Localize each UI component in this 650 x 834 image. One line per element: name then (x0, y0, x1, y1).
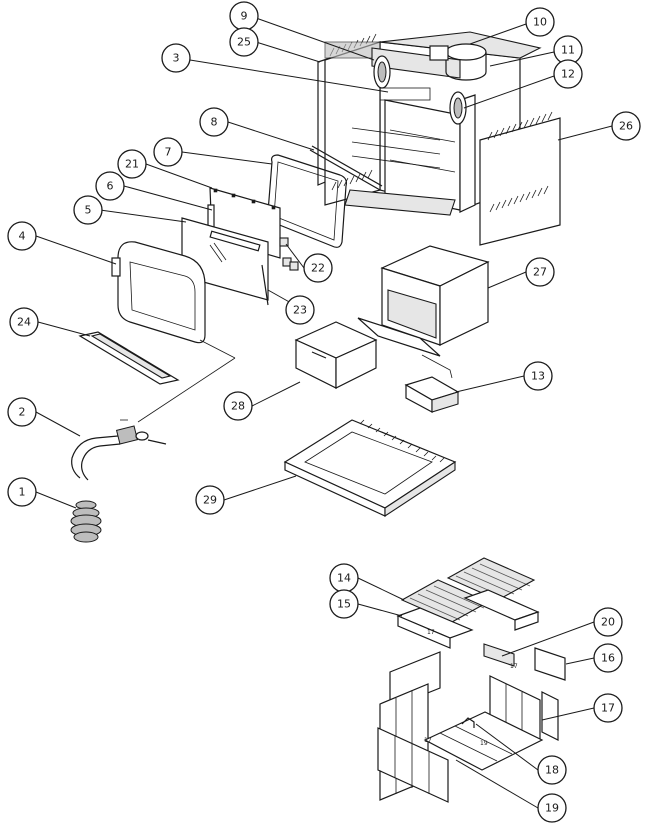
ash-pan-housing (357, 245, 490, 357)
brick-label-17-side: 17 (510, 663, 518, 670)
callout-18: 18 (537, 755, 567, 785)
callout-8: 8 (199, 107, 229, 137)
firebox-body (317, 31, 542, 216)
callout-5: 5 (73, 195, 103, 225)
callout-13: 13 (523, 361, 553, 391)
svg-text:3: 3 (173, 52, 180, 65)
callout-10: 10 (525, 7, 555, 37)
callout-24: 24 (9, 307, 39, 337)
svg-text:1: 1 (19, 486, 26, 499)
svg-text:5: 5 (85, 204, 92, 217)
callout-23: 23 (285, 295, 315, 325)
brick-set: 17 17 17 19 (377, 557, 566, 803)
callout-1: 1 (7, 477, 37, 507)
side-shroud (479, 111, 561, 246)
door-handle (71, 357, 236, 481)
svg-text:24: 24 (17, 316, 31, 329)
brick-label-17-top: 17 (427, 629, 435, 636)
callout-26: 26 (611, 111, 641, 141)
glass-gasket (209, 230, 269, 306)
callout-28: 28 (223, 391, 253, 421)
svg-text:16: 16 (601, 652, 615, 665)
svg-text:28: 28 (231, 400, 245, 413)
callout-29: 29 (195, 485, 225, 515)
svg-text:25: 25 (237, 36, 251, 49)
svg-text:14: 14 (337, 572, 351, 585)
callout-12: 12 (553, 59, 583, 89)
svg-text:11: 11 (561, 44, 575, 57)
svg-text:8: 8 (211, 116, 218, 129)
bracket (404, 354, 460, 414)
callout-22: 22 (303, 253, 333, 283)
svg-text:2: 2 (19, 406, 26, 419)
svg-text:19: 19 (545, 802, 559, 815)
svg-text:22: 22 (311, 262, 325, 275)
svg-text:13: 13 (531, 370, 545, 383)
glass-clips (279, 237, 299, 271)
callout-27: 27 (525, 257, 555, 287)
svg-text:26: 26 (619, 120, 633, 133)
callout-25: 25 (229, 27, 259, 57)
svg-text:18: 18 (545, 764, 559, 777)
svg-text:29: 29 (203, 494, 217, 507)
callout-6: 6 (95, 171, 125, 201)
svg-text:9: 9 (241, 10, 248, 23)
svg-text:6: 6 (107, 180, 114, 193)
callout-7: 7 (153, 137, 183, 167)
callout-16: 16 (593, 643, 623, 673)
ash-lip (78, 331, 180, 385)
callout-19: 19 (537, 793, 567, 823)
svg-text:23: 23 (293, 304, 307, 317)
callout-21: 21 (117, 149, 147, 179)
svg-text:20: 20 (601, 616, 615, 629)
ash-drawer (294, 321, 378, 389)
callout-17: 17 (593, 693, 623, 723)
door-frame (111, 241, 236, 359)
callout-3: 3 (161, 43, 191, 73)
callout-20: 20 (593, 607, 623, 637)
svg-text:17: 17 (601, 702, 615, 715)
brick-label-17-floor: 17 (424, 737, 432, 744)
brick-label-19-floor: 19 (480, 740, 488, 747)
callout-4: 4 (7, 221, 37, 251)
svg-text:10: 10 (533, 16, 547, 29)
callout-14: 14 (329, 563, 359, 593)
svg-text:15: 15 (337, 598, 351, 611)
air-tube (309, 145, 383, 191)
handle-knob (70, 500, 102, 543)
svg-text:27: 27 (533, 266, 547, 279)
callout-9: 9 (229, 1, 259, 31)
svg-text:12: 12 (561, 68, 575, 81)
svg-text:4: 4 (19, 230, 26, 243)
svg-text:21: 21 (125, 158, 139, 171)
callout-15: 15 (329, 589, 359, 619)
baffle-plate (283, 419, 457, 518)
svg-text:7: 7 (165, 146, 172, 159)
callout-2: 2 (7, 397, 37, 427)
